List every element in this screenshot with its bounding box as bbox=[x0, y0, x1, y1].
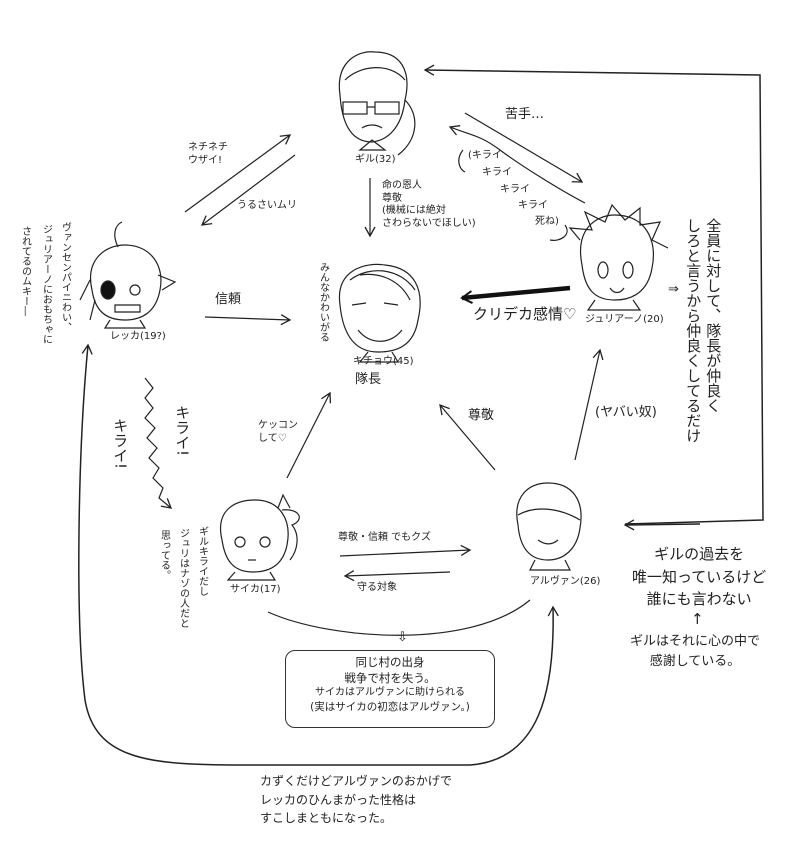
arrow-saika-to-alvan bbox=[339, 544, 472, 557]
label-gil-to-rekka: うるさいムリ bbox=[237, 200, 297, 211]
label-saika-to-kichou: ケッコン して♡ bbox=[258, 420, 298, 444]
label-julian-to-gil-2: キライ bbox=[482, 167, 512, 178]
julian-note-col2: しろと言うから仲良くしてるだけ bbox=[684, 218, 703, 443]
arrow-saika-to-kichou bbox=[286, 391, 332, 479]
arrow-alvan-to-rekka-loop bbox=[78, 343, 241, 766]
label-julian-to-kichou: クリデカ感情♡ bbox=[473, 305, 577, 323]
saika-note-col2: ジュリはナゾの人だと bbox=[177, 528, 189, 628]
up-arrow: ↑ bbox=[691, 610, 704, 628]
julian-face bbox=[568, 203, 669, 311]
label-julian-to-gil-3: キライ bbox=[500, 184, 530, 195]
label-gil-to-kichou: 命の恩人 尊敬 (機械には絶対 さわらないでほしい) bbox=[382, 180, 476, 229]
label-alvan-to-kichou: 尊敬 bbox=[468, 408, 495, 423]
curve-saika-alvan bbox=[267, 599, 531, 636]
arrow-rekka-to-gil bbox=[184, 134, 292, 213]
alvan-gil-note: ギルの過去を 唯一知っているけど 誰にも言わない bbox=[632, 545, 767, 608]
label-rekka-saika-1: キライ! bbox=[173, 405, 192, 457]
kichou-face bbox=[338, 263, 421, 363]
label-alvan-to-saika: 守る対象 bbox=[357, 582, 397, 593]
alvan-face bbox=[516, 482, 582, 571]
rekka-note-col3: されてるのムキー― bbox=[19, 226, 31, 316]
shared-box-line: (実はサイカの初恋はアルヴァン。) bbox=[310, 701, 470, 714]
arrow-alvan-to-saika bbox=[343, 570, 451, 582]
thick-arrow-julian-to-kichou bbox=[460, 285, 571, 304]
rekka-note-col2: ジュリアーノにおもちゃに bbox=[40, 224, 52, 344]
label-rekka-to-gil: ネチネチ ウザイ! bbox=[188, 142, 228, 166]
label-rekka-saika-2: キライ! bbox=[111, 418, 130, 470]
arrow-julian-to-gil bbox=[448, 125, 586, 204]
shared-box-arrow: ⇩ bbox=[397, 630, 408, 645]
kichou-label: キチョウ(45) bbox=[353, 356, 414, 367]
julian-note-arrow: ⇒ bbox=[668, 282, 679, 297]
label-julian-to-gil-5: 死ね) bbox=[535, 216, 559, 227]
julian-note-col1: 全員に対して、隊長が仲良く bbox=[704, 218, 723, 413]
label-saika-to-alvan: 尊敬・信頼 でもクズ bbox=[338, 532, 431, 543]
julian-label: ジュリアーノ(20) bbox=[585, 314, 664, 325]
arrow-alvan-to-julian bbox=[574, 348, 604, 461]
saika-note-col3: 思ってる。 bbox=[158, 530, 170, 580]
label-julian-to-gil-4: キライ bbox=[518, 200, 548, 211]
rekka-note-col1: ヴァンセンパイニわい、 bbox=[59, 222, 71, 332]
saika-face bbox=[220, 493, 300, 581]
kichou-note: みんなかわいがる bbox=[317, 262, 329, 342]
gil-thanks-note: ギルはそれに心の中で 感謝している。 bbox=[630, 634, 761, 669]
shared-box-line: サイカはアルヴァンに助けられる bbox=[315, 687, 465, 699]
shared-box-line: 戦争で村を失う。 bbox=[344, 671, 436, 686]
arrow-alvan-to-kichou bbox=[439, 403, 496, 471]
alvan-label: アルヴァン(26) bbox=[530, 576, 601, 587]
shared-backstory-box: 同じ村の出身 戦争で村を失う。 サイカはアルヴァンに助けられる (実はサイカの初… bbox=[285, 650, 495, 728]
label-alvan-to-julian: (ヤバい奴) bbox=[595, 405, 657, 420]
bottom-note: カずくだけどアルヴァンのおかげで レッカのひんまがった性格は すこしまともになっ… bbox=[260, 774, 452, 826]
label-rekka-to-kichou: 信頼 bbox=[215, 292, 242, 307]
saika-label: サイカ(17) bbox=[230, 584, 281, 595]
arrow-rekka-saika-wavy bbox=[144, 377, 173, 509]
shared-box-line: 同じ村の出身 bbox=[355, 655, 425, 669]
arrow-alvan-gil-loop bbox=[423, 64, 764, 525]
arrow-gil-to-julian bbox=[464, 112, 584, 183]
label-gil-to-julian: 苦手… bbox=[505, 107, 545, 122]
arrow-loop-to-alvan bbox=[623, 519, 701, 531]
rekka-label: レッカ(19?) bbox=[110, 331, 166, 342]
arrow-rekka-to-alvan-loop bbox=[240, 605, 559, 766]
arrow-gil-to-rekka bbox=[200, 154, 296, 226]
saika-note-col1: ギルキライだし bbox=[196, 526, 208, 596]
gil-face bbox=[338, 51, 416, 156]
rekka-face bbox=[79, 221, 177, 329]
label-julian-to-gil-1: (キライ bbox=[468, 150, 502, 161]
gil-label: ギル(32) bbox=[355, 154, 396, 165]
kichou-role: 隊長 bbox=[355, 372, 382, 387]
bracket-kirai bbox=[458, 149, 568, 241]
arrow-rekka-to-kichou bbox=[204, 314, 292, 326]
